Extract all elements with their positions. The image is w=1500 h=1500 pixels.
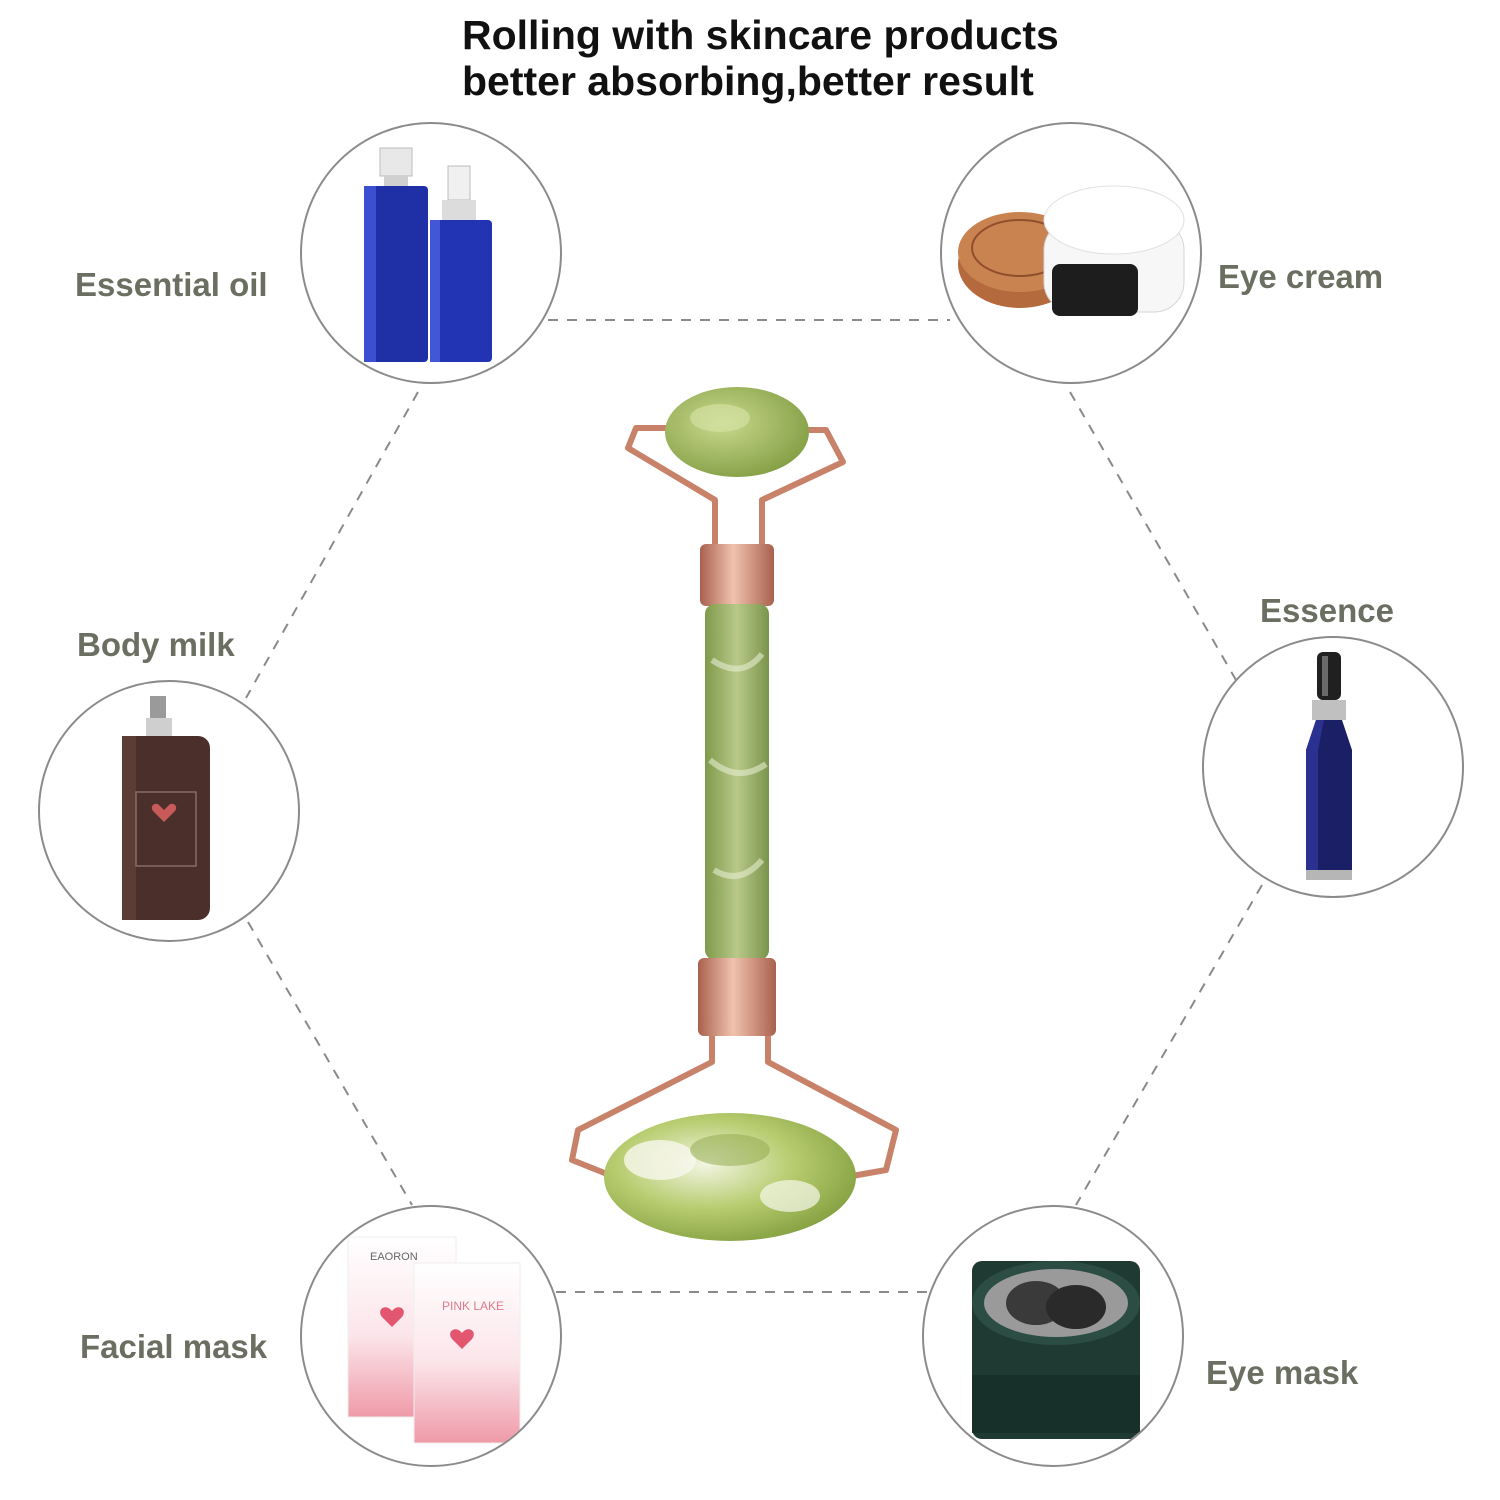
- facial-mask-packs-image: [347, 1236, 521, 1444]
- mask-name-text: PINK LAKE: [442, 1299, 505, 1313]
- circle-eye-mask: [922, 1205, 1184, 1467]
- label-body-milk: Body milk: [77, 626, 235, 663]
- circle-eye-cream: [940, 122, 1202, 384]
- headline-line-2: better absorbing,better result: [462, 58, 1034, 104]
- connector-upper-left: [245, 391, 419, 699]
- label-facial-mask: Facial mask: [80, 1328, 268, 1365]
- circle-body-milk: [38, 680, 300, 942]
- cream-jar-image: [958, 185, 1185, 316]
- label-essence: Essence: [1260, 592, 1394, 629]
- label-eye-cream: Eye cream: [1218, 258, 1384, 295]
- connector-lower-left: [247, 921, 413, 1206]
- headline-line-1: Rolling with skincare products: [462, 12, 1059, 58]
- circle-essential-oil: [300, 122, 562, 384]
- connector-lower-right: [1075, 884, 1263, 1206]
- circle-essence: [1202, 636, 1464, 898]
- brown-bottle-image: [122, 696, 210, 920]
- serum-bottle-image: [1306, 652, 1352, 880]
- eye-mask-jar-image: [972, 1261, 1140, 1439]
- mask-brand-text: EAORON: [370, 1251, 418, 1263]
- label-eye-mask: Eye mask: [1206, 1354, 1359, 1391]
- blue-bottles-image: [364, 147, 492, 362]
- headline: Rolling with skincare products better ab…: [462, 12, 1059, 104]
- label-essential-oil: Essential oil: [75, 266, 268, 303]
- circle-facial-mask: EAORON PINK LAKE: [300, 1205, 562, 1467]
